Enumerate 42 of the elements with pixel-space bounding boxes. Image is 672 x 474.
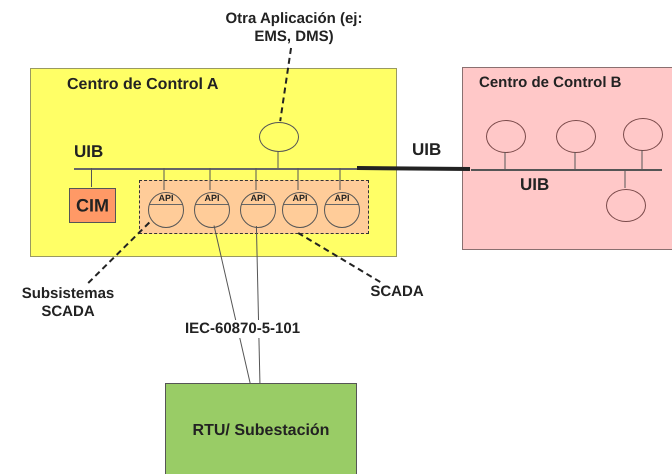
application-node <box>556 120 596 153</box>
api-label: API <box>291 193 308 204</box>
leader-line <box>279 48 292 122</box>
bus-line <box>471 169 662 171</box>
cim-box <box>69 188 116 223</box>
rtu-box <box>165 383 357 474</box>
bus-label: UIB <box>520 175 550 195</box>
api-circle <box>148 192 184 228</box>
application-node <box>606 189 646 222</box>
box-label: CIM <box>75 195 110 216</box>
subsystem-group-box <box>139 180 369 234</box>
bus-line <box>74 168 358 170</box>
link-line <box>356 166 470 171</box>
connector-line <box>91 168 92 188</box>
api-circle <box>324 192 360 228</box>
connector-line <box>574 152 576 170</box>
leader-line <box>298 232 381 283</box>
api-label: API <box>157 193 174 204</box>
control-center-panel <box>462 67 672 250</box>
bus-label: UIB <box>74 142 104 162</box>
leader-line <box>88 220 152 284</box>
application-node <box>623 118 663 151</box>
edge-label: IEC-60870-5-101 <box>183 320 302 338</box>
control-center-panel <box>30 68 397 257</box>
api-label: API <box>249 193 266 204</box>
api-circle <box>282 192 318 228</box>
callout-text: Otra Aplicación (ej: EMS, DMS) <box>222 8 366 48</box>
callout-text: Subsistemas SCADA <box>4 283 132 323</box>
application-node <box>486 120 526 153</box>
panel-title: Centro de Control B <box>479 74 622 92</box>
connector-line <box>624 168 626 188</box>
panel-title: Centro de Control A <box>67 76 218 94</box>
api-label: API <box>203 193 220 204</box>
connector-line <box>504 152 506 170</box>
api-label: API <box>333 193 350 204</box>
callout-text: SCADA <box>360 282 434 302</box>
connector-line <box>256 226 260 384</box>
api-circle <box>240 192 276 228</box>
api-circle <box>194 192 230 228</box>
connector-line <box>214 225 251 384</box>
box-label: RTU/ Subestación <box>192 421 330 440</box>
application-node <box>259 122 299 152</box>
